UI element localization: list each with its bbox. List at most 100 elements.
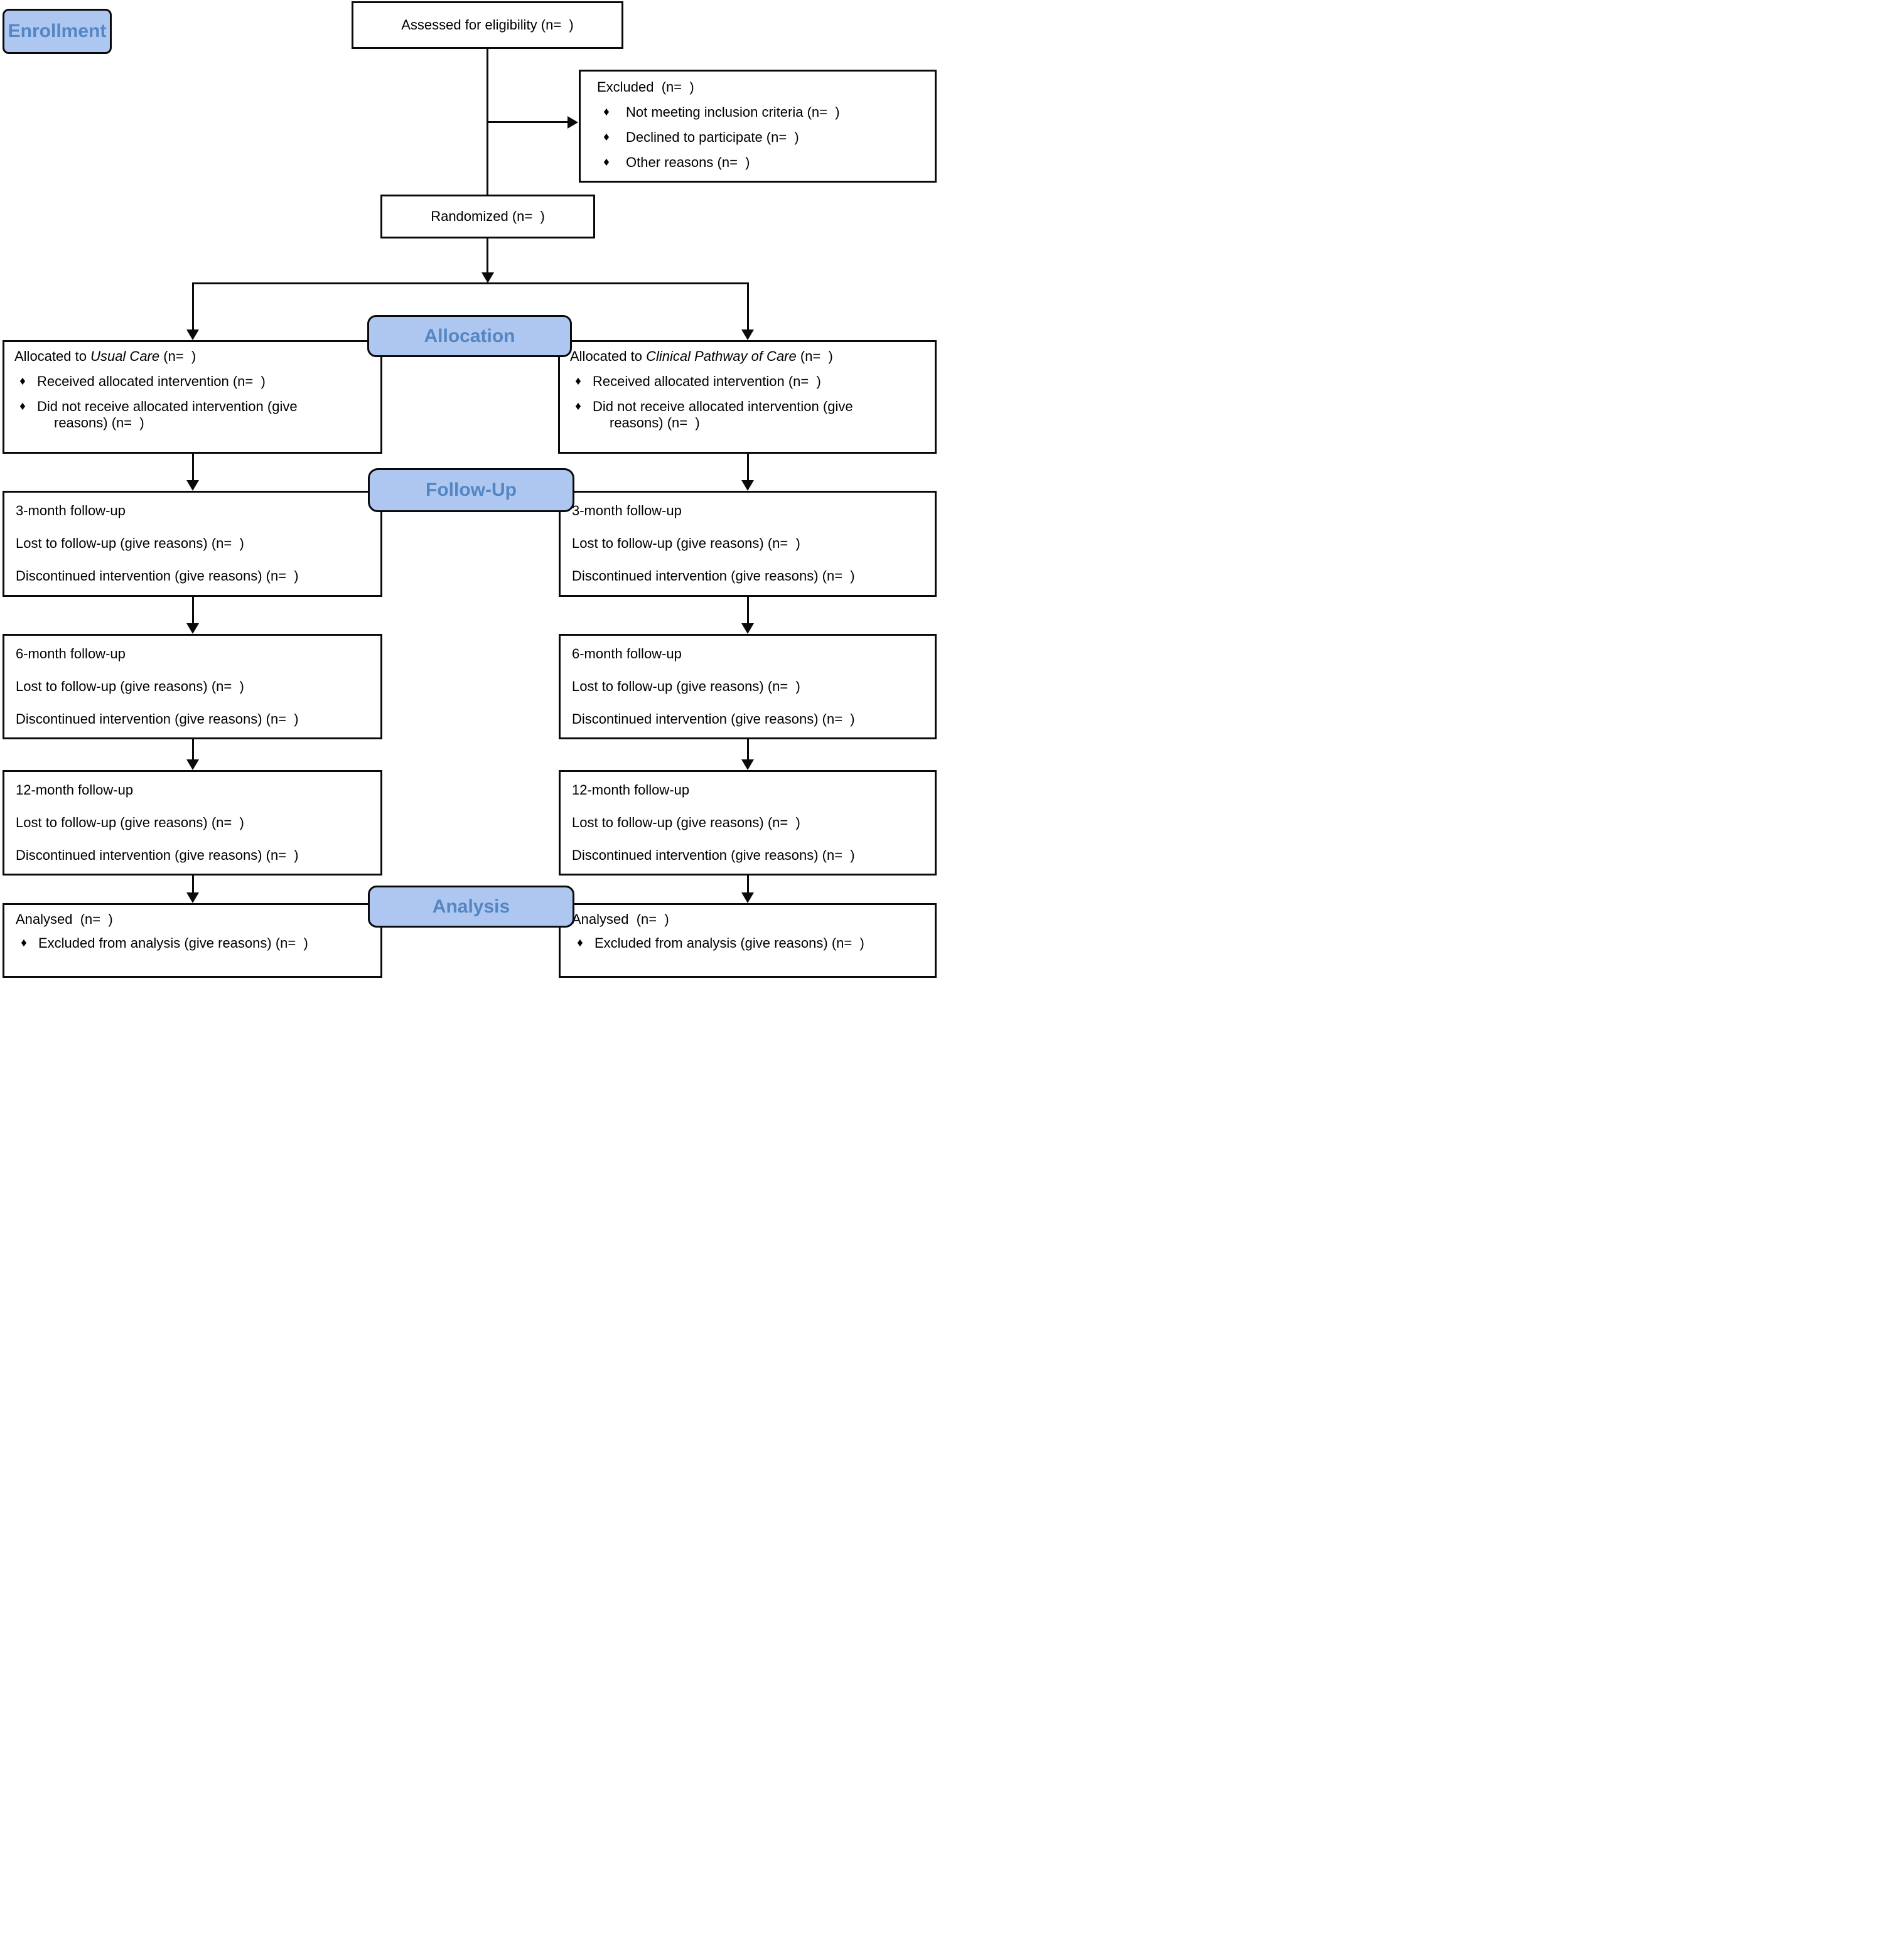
assessed-box: Assessed for eligibility (n= ) — [352, 1, 623, 49]
followup-discontinued-text: Discontinued intervention (give reasons)… — [16, 847, 299, 863]
arrowhead-excluded — [567, 116, 578, 129]
arrowhead-fu6-left — [186, 623, 199, 634]
allocation-bullet-row: ♦ Did not receive allocated intervention… — [14, 399, 374, 431]
allocation-bullet-line1: Did not receive allocated intervention (… — [593, 399, 853, 414]
randomized-text: Randomized (n= ) — [431, 208, 545, 224]
allocation-bullet-row: ♦ Received allocated intervention (n= ) — [14, 373, 374, 390]
diamond-bullet-icon: ♦ — [603, 131, 610, 144]
analysed-title: Analysed (n= ) — [572, 911, 669, 927]
allocation-bullet-text: Received allocated intervention (n= ) — [37, 373, 266, 389]
stage-label-text: Follow-Up — [426, 479, 517, 500]
followup-discontinued-text: Discontinued intervention (give reasons)… — [572, 847, 855, 863]
analysed-bullet-row: ♦ Excluded from analysis (give reasons) … — [572, 935, 928, 951]
allocation-bullet-line2: reasons) (n= ) — [610, 415, 700, 431]
diamond-bullet-icon: ♦ — [21, 936, 27, 950]
followup-lost-text: Lost to follow-up (give reasons) (n= ) — [16, 815, 244, 830]
allocation-box-usual-care: Allocated to Usual Care (n= ) ♦ Received… — [3, 340, 382, 454]
split-line — [192, 282, 748, 284]
allocation-bullet-text: Received allocated intervention (n= ) — [593, 373, 821, 389]
followup-title: 12-month follow-up — [572, 782, 690, 798]
followup-title: 6-month follow-up — [16, 646, 126, 661]
followup-title: 3-month follow-up — [572, 503, 682, 518]
connector-split-to-alloc-left — [192, 282, 194, 330]
followup-3month-box-usual-care: 3-month follow-up Lost to follow-up (giv… — [3, 491, 382, 597]
excluded-bullet-row: ♦ Declined to participate (n= ) — [597, 129, 930, 146]
allocation-bullet-text: Did not receive allocated intervention (… — [593, 399, 853, 431]
connector-alloc-to-fu3-right — [747, 453, 749, 481]
arrowhead-alloc-right — [741, 329, 754, 340]
stage-label-text: Allocation — [424, 325, 515, 346]
allocation-bullet-line1: Did not receive allocated intervention (… — [37, 399, 298, 414]
analysed-title: Analysed (n= ) — [16, 911, 113, 927]
connector-fu6-to-fu12-right — [747, 738, 749, 761]
followup-lost-text: Lost to follow-up (give reasons) (n= ) — [16, 535, 244, 551]
allocation-title-suffix: (n= ) — [796, 348, 833, 364]
excluded-box: Excluded (n= ) ♦ Not meeting inclusion c… — [579, 70, 937, 183]
excluded-bullet-text: Not meeting inclusion criteria (n= ) — [626, 104, 840, 120]
arrowhead-fu3-left — [186, 480, 199, 491]
stage-label-allocation: Allocation — [367, 315, 572, 357]
arrowhead-split — [481, 272, 494, 283]
followup-lost-text: Lost to follow-up (give reasons) (n= ) — [16, 678, 244, 694]
connector-split-to-alloc-right — [747, 282, 749, 330]
assessed-text: Assessed for eligibility (n= ) — [401, 17, 574, 33]
followup-lost-text: Lost to follow-up (give reasons) (n= ) — [572, 678, 800, 694]
excluded-bullet-text: Other reasons (n= ) — [626, 154, 750, 170]
arrowhead-alloc-left — [186, 329, 199, 340]
followup-discontinued-text: Discontinued intervention (give reasons)… — [572, 711, 855, 727]
followup-lost-text: Lost to follow-up (give reasons) (n= ) — [572, 535, 800, 551]
followup-title: 12-month follow-up — [16, 782, 134, 798]
stage-label-follow-up: Follow-Up — [368, 468, 574, 512]
arrowhead-fu12-right — [741, 759, 754, 770]
allocation-title-arm: Usual Care — [90, 348, 160, 364]
followup-6month-box-usual-care: 6-month follow-up Lost to follow-up (giv… — [3, 634, 382, 739]
connector-to-excluded — [488, 121, 568, 123]
followup-12month-box-clinical-pathway: 12-month follow-up Lost to follow-up (gi… — [559, 770, 937, 876]
allocation-title-prefix: Allocated to — [14, 348, 91, 364]
connector-fu3-to-fu6-right — [747, 596, 749, 624]
connector-assessed-to-randomized — [487, 49, 488, 195]
diamond-bullet-icon: ♦ — [19, 400, 26, 413]
diamond-bullet-icon: ♦ — [575, 400, 581, 413]
randomized-box: Randomized (n= ) — [380, 195, 595, 238]
followup-title: 3-month follow-up — [16, 503, 126, 518]
allocation-title: Allocated to Clinical Pathway of Care (n… — [570, 348, 928, 365]
allocation-box-clinical-pathway: Allocated to Clinical Pathway of Care (n… — [558, 340, 937, 454]
followup-6month-box-clinical-pathway: 6-month follow-up Lost to follow-up (giv… — [559, 634, 937, 739]
arrowhead-fu3-right — [741, 480, 754, 491]
followup-lost-text: Lost to follow-up (give reasons) (n= ) — [572, 815, 800, 830]
connector-alloc-to-fu3-left — [192, 453, 194, 481]
excluded-bullet-text: Declined to participate (n= ) — [626, 129, 799, 145]
allocation-title-prefix: Allocated to — [570, 348, 647, 364]
followup-discontinued-text: Discontinued intervention (give reasons)… — [572, 568, 855, 584]
connector-fu6-to-fu12-left — [192, 738, 194, 761]
excluded-title: Excluded (n= ) — [597, 79, 694, 95]
arrowhead-fu6-right — [741, 623, 754, 634]
connector-fu3-to-fu6-left — [192, 596, 194, 624]
allocation-bullet-line2: reasons) (n= ) — [54, 415, 144, 431]
arrowhead-fu12-left — [186, 759, 199, 770]
allocation-bullet-row: ♦ Received allocated intervention (n= ) — [570, 373, 928, 390]
allocation-title: Allocated to Usual Care (n= ) — [14, 348, 374, 365]
connector-fu12-to-analysis-left — [192, 874, 194, 894]
analysed-bullet-text: Excluded from analysis (give reasons) (n… — [38, 935, 308, 951]
diamond-bullet-icon: ♦ — [577, 936, 583, 950]
analysed-bullet-text: Excluded from analysis (give reasons) (n… — [594, 935, 864, 951]
analysed-box-clinical-pathway: Analysed (n= ) ♦ Excluded from analysis … — [559, 903, 937, 978]
stage-label-enrollment: Enrollment — [3, 9, 112, 54]
excluded-bullet-row: ♦ Not meeting inclusion criteria (n= ) — [597, 104, 930, 120]
consort-flow-diagram: Assessed for eligibility (n= ) Excluded … — [0, 0, 939, 980]
diamond-bullet-icon: ♦ — [575, 375, 581, 388]
allocation-bullet-row: ♦ Did not receive allocated intervention… — [570, 399, 928, 431]
followup-12month-box-usual-care: 12-month follow-up Lost to follow-up (gi… — [3, 770, 382, 876]
stage-label-text: Analysis — [432, 896, 510, 917]
analysed-box-usual-care: Analysed (n= ) ♦ Excluded from analysis … — [3, 903, 382, 978]
connector-randomized-to-split — [487, 238, 488, 274]
followup-3month-box-clinical-pathway: 3-month follow-up Lost to follow-up (giv… — [559, 491, 937, 597]
arrowhead-analysis-right — [741, 892, 754, 903]
analysed-bullet-row: ♦ Excluded from analysis (give reasons) … — [16, 935, 374, 951]
allocation-bullet-text: Did not receive allocated intervention (… — [37, 399, 298, 431]
allocation-title-arm: Clinical Pathway of Care — [646, 348, 797, 364]
followup-title: 6-month follow-up — [572, 646, 682, 661]
arrowhead-analysis-left — [186, 892, 199, 903]
